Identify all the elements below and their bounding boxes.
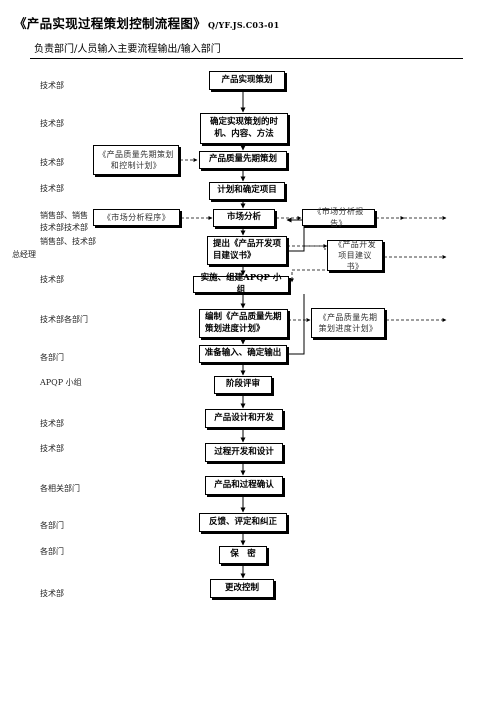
dashed-io-arrows <box>180 158 447 322</box>
output-doc-market-analysis-report: 《市场分析报告》 <box>302 207 375 228</box>
dept-label: 技术部 <box>40 158 64 167</box>
dept-label: APQP 小组 <box>40 378 82 387</box>
header-rule <box>30 58 463 59</box>
dept-label: 销售部、技术部 <box>40 237 96 246</box>
dept-label: 技术部技术部 <box>40 223 88 232</box>
output-doc-apqp-schedule: 《产品质量先期策划进度计划》 <box>311 308 385 338</box>
dept-label: 技术部 <box>40 275 64 284</box>
process-step-prepare-apqp-schedule: 编制《产品质量先期策划进度计划》 <box>199 309 288 338</box>
process-step-confidentiality: 保 密 <box>219 546 267 564</box>
dept-label: 各部门 <box>40 521 64 530</box>
process-step-form-apqp-team: 实施、组建APQP 小组 <box>193 273 289 295</box>
output-doc-development-proposal: 《产品开发项目建议书》 <box>327 240 383 271</box>
process-step-apqp: 产品质量先期策划 <box>199 151 287 169</box>
dept-label: 技术部 <box>40 119 64 128</box>
document-code: Q/YF.JS.C03-01 <box>208 20 280 30</box>
process-step-phase-review: 阶段评审 <box>214 376 272 394</box>
process-step-feedback-assessment-correction: 反馈、评定和纠正 <box>199 513 287 532</box>
dept-label: 技术部 <box>40 184 64 193</box>
process-step-process-development-design: 过程开发和设计 <box>205 443 283 462</box>
process-step-product-realization-planning: 产品实现策划 <box>209 71 285 90</box>
dept-label: 总经理 <box>12 250 36 259</box>
dept-label: 技术部 <box>40 589 64 598</box>
dept-label: 各部门 <box>40 547 64 556</box>
process-step-product-design-development: 产品设计和开发 <box>205 409 283 428</box>
process-step-prepare-inputs-outputs: 准备输入、确定输出 <box>199 345 287 363</box>
process-step-determine-timing-content-method: 确定实现策划的时机、内容、方法 <box>200 113 288 144</box>
page-title: 《产品实现过程策划控制流程图》Q/YF.JS.C03-01 <box>14 13 280 32</box>
title-text: 《产品实现过程策划控制流程图》 <box>14 16 207 31</box>
dept-label: 技术部 <box>40 419 64 428</box>
process-step-change-control: 更改控制 <box>210 579 274 598</box>
input-doc-apqp-control-plan: 《产品质量先期策划和控制计划》 <box>93 145 179 175</box>
main-flow-arrows <box>240 89 305 579</box>
dept-label: 销售部、销售 <box>40 211 88 220</box>
process-step-market-analysis: 市场分析 <box>213 209 275 227</box>
dept-label: 各部门 <box>40 353 64 362</box>
page-subtitle: 负责部门/人员输入主要流程输出/输入部门 <box>34 44 221 55</box>
dept-label: 各相关部门 <box>40 484 80 493</box>
process-step-propose-development-proposal: 提出《产品开发项目建议书》 <box>207 236 287 265</box>
dept-label: 技术部各部门 <box>40 315 88 324</box>
input-doc-market-analysis-procedure: 《市场分析程序》 <box>93 209 180 226</box>
process-step-product-process-validation: 产品和过程确认 <box>205 476 283 495</box>
process-step-plan-and-define-project: 计划和确定项目 <box>209 182 285 200</box>
dept-label: 技术部 <box>40 81 64 90</box>
dept-label: 技术部 <box>40 444 64 453</box>
